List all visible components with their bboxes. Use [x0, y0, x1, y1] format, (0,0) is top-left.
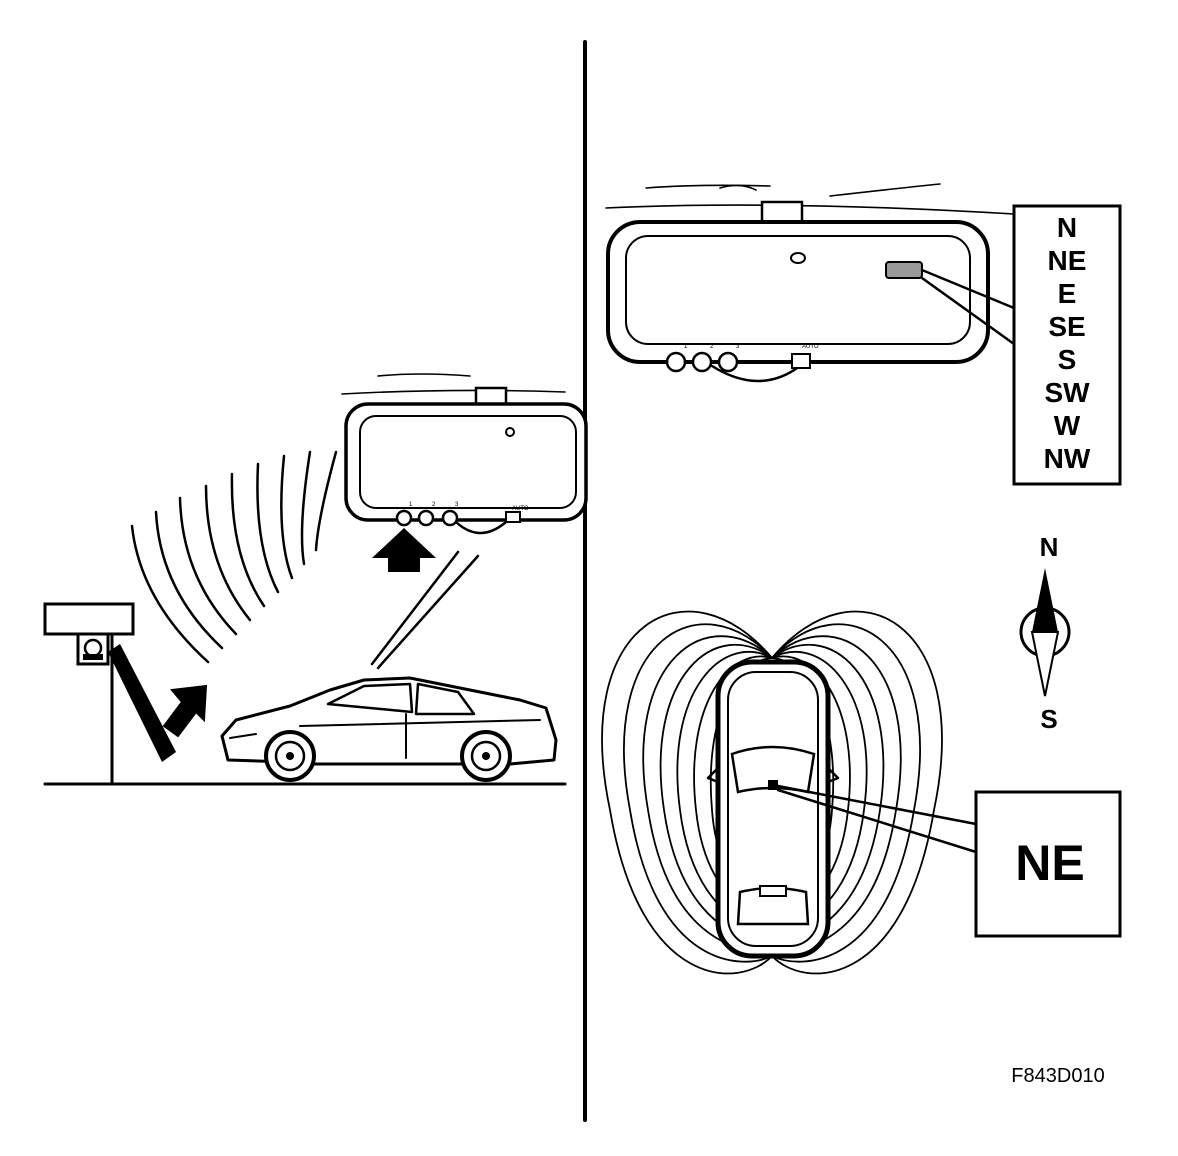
- compass-needle-icon: N S: [1019, 532, 1071, 734]
- car-side-view: [220, 676, 558, 782]
- compass-south-label: S: [1040, 704, 1057, 734]
- direction-se: SE: [1048, 311, 1085, 342]
- direction-n: N: [1057, 212, 1077, 243]
- button-row-large: [665, 351, 811, 383]
- rearview-mirror-large: 1 2 3 AUTO: [605, 183, 1015, 383]
- direction-nw: NW: [1044, 443, 1091, 474]
- compass-sensor-icon: [768, 780, 778, 790]
- rearview-mirror-small: 1 2 3 AUTO: [341, 373, 588, 535]
- compass-display-window: [885, 261, 923, 279]
- right-panel: 1 2 3 AUTO N NE E SE S SW W NW N: [601, 183, 1122, 1087]
- compass-north-label: N: [1040, 532, 1059, 562]
- mirror-large-button-3-label: 3: [736, 344, 740, 350]
- press-up-arrow-icon: [372, 528, 436, 572]
- direction-w: W: [1054, 410, 1081, 441]
- mirror-large-button-2-label: 2: [710, 344, 714, 350]
- direction-e: E: [1058, 278, 1077, 309]
- mirror-auto-label: AUTO: [512, 506, 529, 512]
- opener-receiver-icon: [76, 632, 110, 666]
- mirror-button-2-label: 2: [432, 502, 436, 508]
- direction-list-box: N NE E SE S SW W NW: [1012, 204, 1122, 486]
- button-row-small: [395, 509, 521, 535]
- direction-ne: NE: [1048, 245, 1087, 276]
- car-top-view: [706, 659, 840, 959]
- mirror-large-auto-label: AUTO: [802, 344, 819, 350]
- current-heading-box: NE: [974, 790, 1122, 938]
- current-heading-value: NE: [1015, 835, 1084, 891]
- mirror-button-1-label: 1: [409, 502, 413, 508]
- signal-arrow-icon: [162, 684, 208, 738]
- radio-waves-icon: [130, 450, 338, 664]
- handheld-transmitter-icon: [108, 644, 176, 762]
- mirror-button-3-label: 3: [455, 502, 459, 508]
- figure-code: F843D010: [1011, 1065, 1104, 1087]
- direction-sw: SW: [1044, 377, 1090, 408]
- heading-leader-lines: [776, 784, 978, 854]
- mirror-large-button-1-label: 1: [684, 344, 688, 350]
- garage-beam: [43, 602, 135, 786]
- direction-s: S: [1058, 344, 1077, 375]
- left-panel: 1 2 3 AUTO: [43, 373, 588, 786]
- display-leader-lines: [920, 268, 1016, 346]
- zoom-leader-lines: [370, 550, 480, 670]
